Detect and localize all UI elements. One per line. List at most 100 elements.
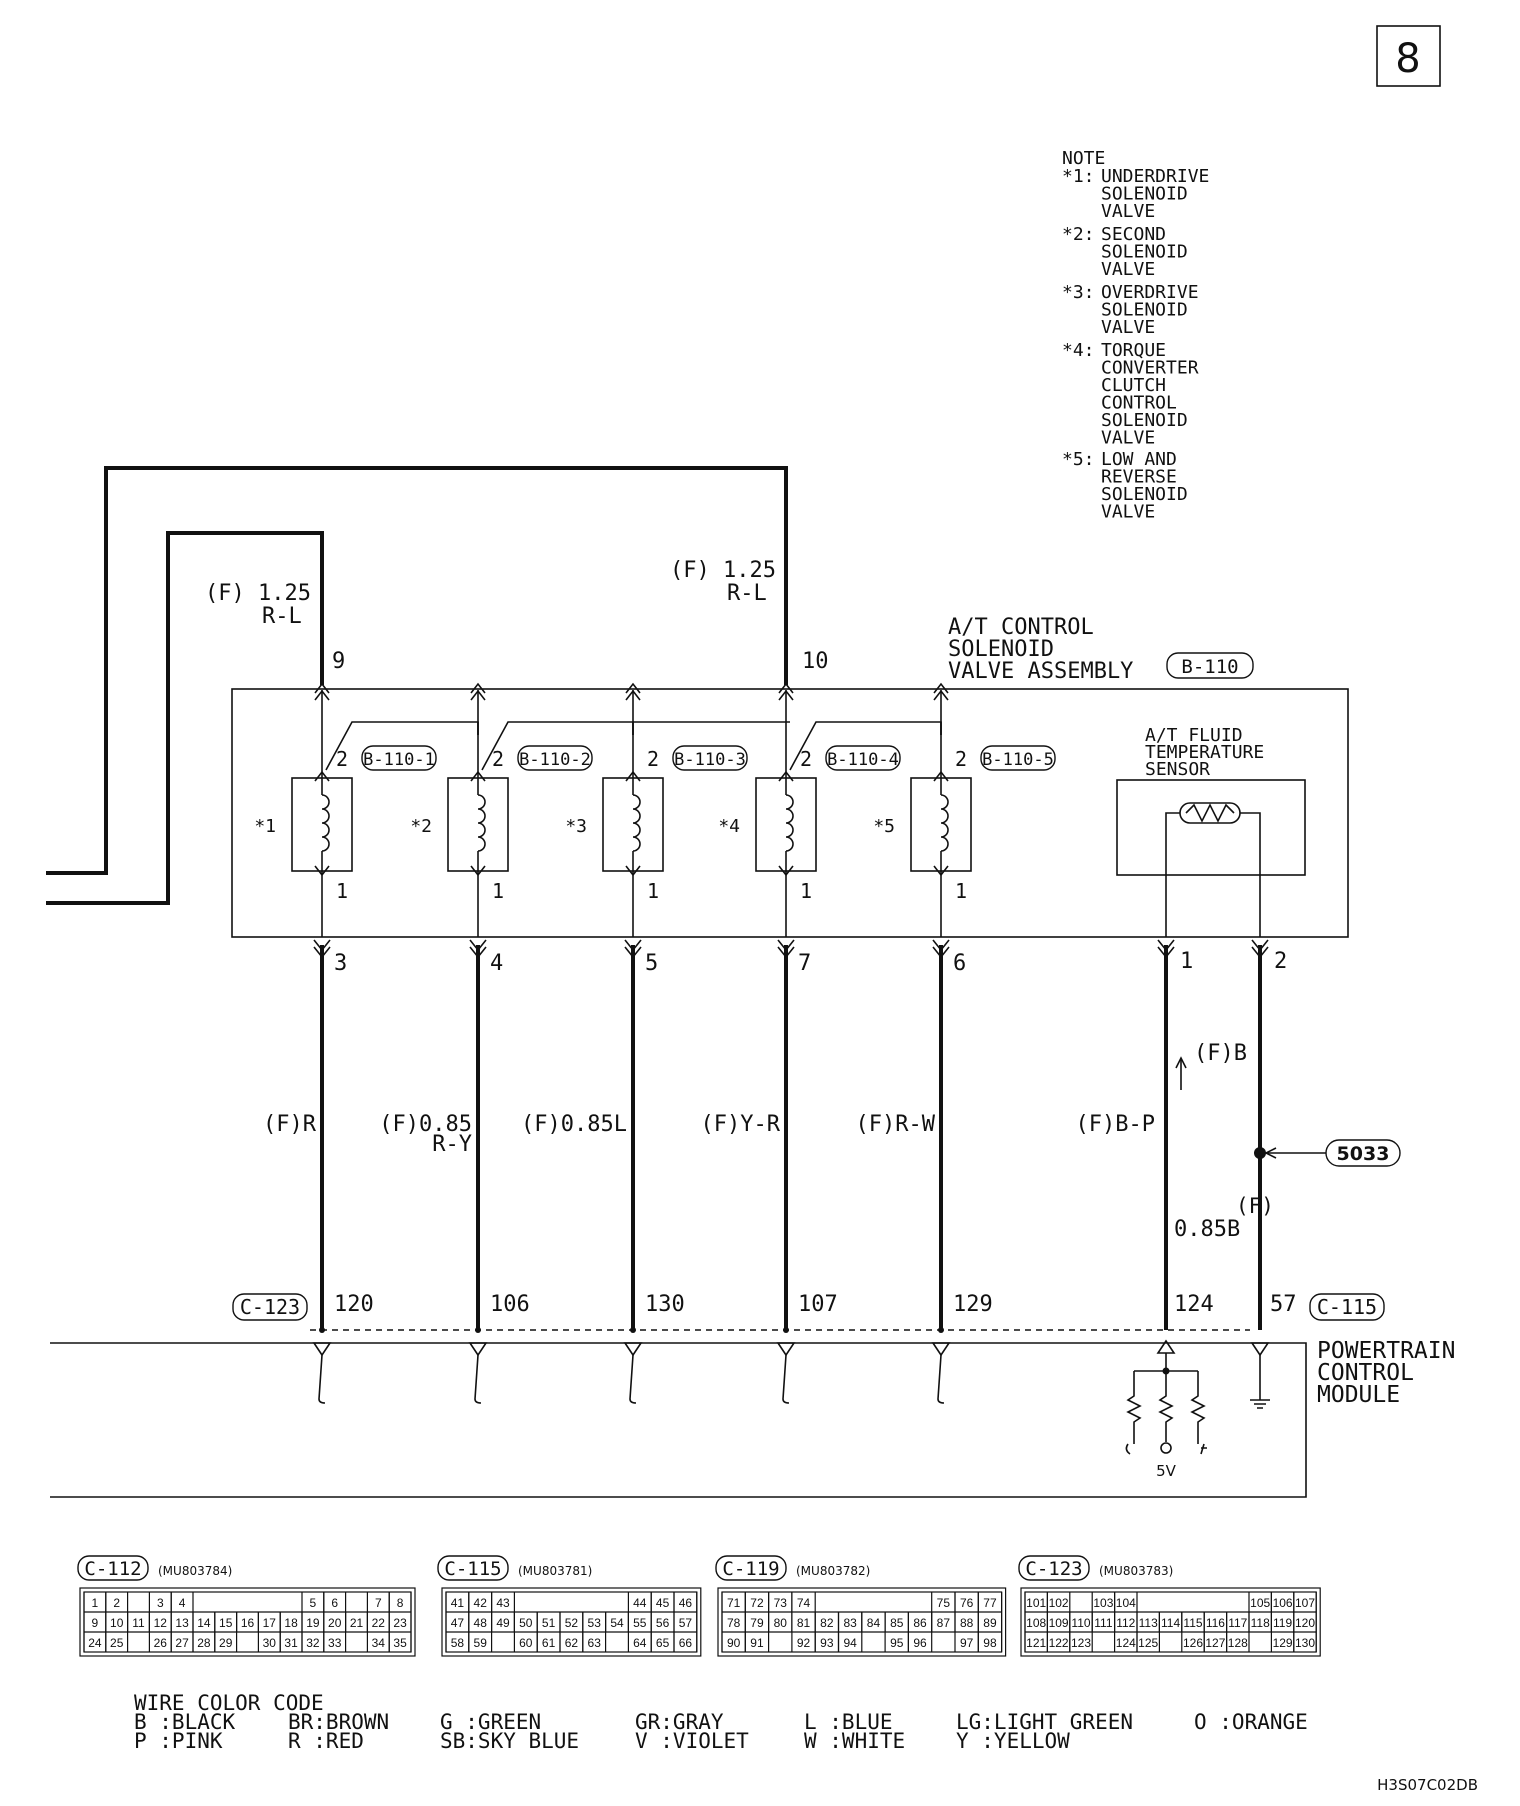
connector-pin-cell: 118 [1251,1616,1270,1630]
sensor-lead-1 [1165,812,1180,937]
connector-pin-cell: 71 [727,1596,741,1610]
connector-pin-cell: 25 [110,1636,124,1650]
pin-arrow-out [624,939,642,959]
page-number: 8 [1395,36,1420,82]
pcm-terminal-lead [318,1354,326,1404]
note-title: NOTE [1062,148,1105,169]
connector-pin-cell: 72 [750,1596,764,1610]
solenoid-coil [632,794,641,852]
solenoid-coil [477,794,486,852]
connector-pin-cell: 1 [92,1596,99,1610]
connector-pin-cell: 109 [1049,1616,1069,1630]
connector-table-frame [441,1587,702,1657]
solenoid-top-pin: 2 [955,747,967,771]
connector-pin-cell: 128 [1228,1636,1248,1650]
connector-pin-cell: 51 [542,1616,556,1630]
connector-pin-cell: 32 [306,1636,320,1650]
connector-pin-cell: 56 [656,1616,670,1630]
pin-arrow-out [932,939,950,959]
connector-pin-cell: 105 [1250,1596,1270,1610]
connector-pin-cell: 20 [328,1616,342,1630]
connector-pin-cell: 96 [913,1636,927,1650]
pin-arrow-coil-top [933,770,949,782]
connector-pin-cell: 60 [519,1636,533,1650]
connector-pin-cell: 9 [92,1616,99,1630]
wire-label: (F)0.85L [521,1112,627,1137]
pin-arrow-coil-bottom [933,865,949,877]
assembly-title-line3: VALVE ASSEMBLY [948,659,1133,684]
sensor-lead-2 [1240,812,1261,937]
connector-pin-cell: 10 [110,1616,124,1630]
connector-pin-cell: 125 [1138,1636,1158,1650]
note-line-5-4: VALVE [1101,502,1155,523]
sensor-wires: 1 2 (F)B-P (F)B 5033 (F) 0.85B 124 57 [1076,939,1401,1330]
connector-pin-cell: 13 [175,1616,189,1630]
connector-pin-cell: 7 [375,1596,382,1610]
wire-label: (F)R-W [856,1112,936,1137]
connector-table-tag [437,1555,509,1581]
note-line-4-2: CONVERTER [1101,358,1199,379]
solenoid-top-pin: 2 [336,747,348,771]
connector-pin-cell: 66 [679,1636,693,1650]
connector-pin-cell: 11 [132,1616,145,1630]
sub-connector: B-110-3 [674,750,746,770]
connector-pin-cell: 120 [1295,1616,1315,1630]
solenoid-mark: *1 [254,816,276,837]
ground-ref-arrow [1264,1147,1277,1159]
sub-connector-tag [825,745,901,771]
document-code: H3S07C02DB [1377,1776,1478,1794]
wcc-br: BR:BROWN [288,1710,389,1734]
connector-pin-cell: 2 [113,1596,120,1610]
splice-point [1254,1147,1266,1159]
assembly-title: A/T CONTROL SOLENOID VALVE ASSEMBLY B-11… [948,615,1254,684]
wcc-lg: LG:LIGHT GREEN [956,1710,1133,1734]
note-line-2-1: SECOND [1101,224,1166,245]
wcc-w: W :WHITE [804,1729,905,1753]
connector-pin-cell: 61 [542,1636,556,1650]
note-line-5-3: SOLENOID [1101,484,1188,505]
wcc-b: B :BLACK [134,1710,236,1734]
note-line-1-2: SOLENOID [1101,184,1188,205]
connector-pin-cell: 22 [372,1616,386,1630]
connector-pin-cell: 84 [867,1616,881,1630]
note-line-3-2: SOLENOID [1101,300,1188,321]
connector-pin-cell: 122 [1049,1636,1069,1650]
connector-pin-cell: 86 [913,1616,927,1630]
5v-source [1160,1442,1172,1454]
wcc-gr: GR:GRAY [635,1710,724,1734]
connector-pin-cell: 34 [372,1636,386,1650]
connector-table-tag [715,1555,787,1581]
fluid-sensor-label-1: A/T FLUID [1145,725,1243,746]
assembly-title-line2: SOLENOID [948,637,1054,662]
assembly-pin: 4 [490,951,503,976]
solenoid-bottom-pin: 1 [955,879,967,903]
connector-pin-cell: 33 [328,1636,342,1650]
supply-wire-10-pin: 10 [802,649,829,674]
connector-pin-cell: 8 [397,1596,404,1610]
pcm-input-57 [1250,1342,1270,1357]
solenoid-bottom-pin: 1 [800,879,812,903]
note-line-1-3: VALVE [1101,201,1155,222]
solenoid-top-pin: 2 [647,747,659,771]
supply-wire-pin9 [46,531,324,905]
pcm-connectors: C-123 C-115 [232,1293,1385,1331]
connector-pin-cell: 90 [727,1636,741,1650]
note-line-1-1: UNDERDRIVE [1101,166,1209,187]
connector-pin-cell: 17 [263,1616,277,1630]
connector-pin-cell: 78 [727,1616,741,1630]
connector-pin-cell: 114 [1161,1616,1180,1630]
connector-pin-cell: 6 [331,1596,338,1610]
pcm-terminal [312,1342,332,1357]
pin-arrow-top [470,682,486,701]
connector-c115-tag [1309,1293,1385,1321]
solenoid-bottom-pin: 1 [336,879,348,903]
connector-pin-cell: 4 [179,1596,186,1610]
wire-label-2: R-Y [432,1132,472,1157]
connector-pin-cell: 59 [474,1636,488,1650]
wcc-o: O :ORANGE [1194,1710,1308,1734]
supply-wire-pin10 [46,466,788,875]
